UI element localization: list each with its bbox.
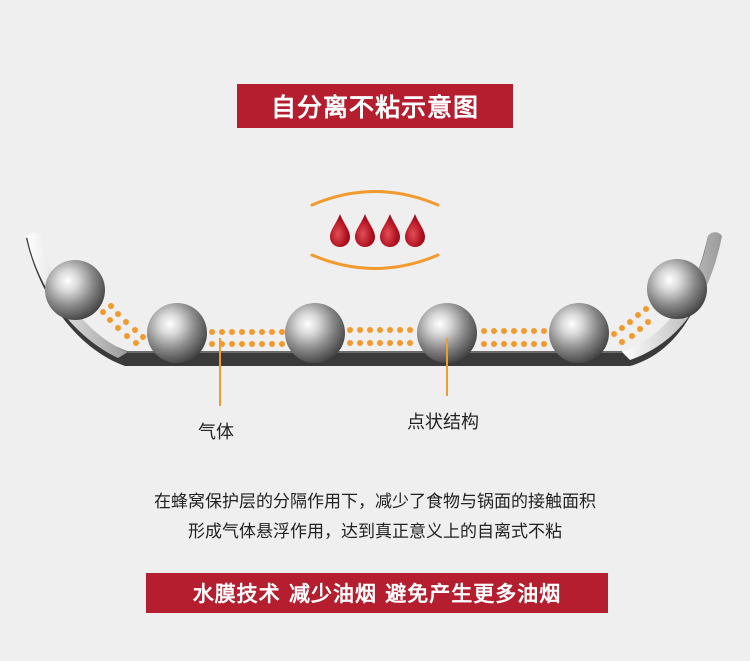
- title-banner: 自分离不粘示意图: [237, 84, 513, 128]
- title-text: 自分离不粘示意图: [270, 93, 479, 122]
- droplet-icon: [355, 214, 375, 247]
- droplet-icon: [330, 214, 350, 247]
- steel-ball: [417, 303, 477, 363]
- droplet-icon: [380, 214, 400, 247]
- steel-ball: [549, 303, 609, 363]
- bottom-banner: 水膜技术 减少油烟 避免产生更多油烟: [146, 573, 608, 613]
- bottom-banner-text: 水膜技术 减少油烟 避免产生更多油烟: [192, 582, 562, 606]
- heat-arc-top: [310, 190, 440, 207]
- oil-droplets: [330, 214, 425, 247]
- steel-balls: [45, 259, 707, 363]
- dot-structure-label: 点状结构: [407, 412, 479, 433]
- pan-body: [26, 236, 718, 366]
- pan-rim-right: [622, 232, 722, 360]
- steel-ball: [147, 303, 207, 363]
- steel-ball: [285, 303, 345, 363]
- heat-arc-bottom: [310, 253, 440, 270]
- pan-rim-left: [27, 233, 128, 358]
- description-line-1: 在蜂窝保护层的分隔作用下，减少了食物与锅面的接触面积: [154, 492, 596, 512]
- steel-ball: [45, 260, 105, 320]
- gas-label: 气体: [198, 422, 234, 443]
- description-line-2: 形成气体悬浮作用，达到真正意义上的自离式不粘: [188, 522, 562, 542]
- steel-ball: [647, 259, 707, 319]
- gas-dots: [100, 303, 651, 347]
- droplet-icon: [405, 214, 425, 247]
